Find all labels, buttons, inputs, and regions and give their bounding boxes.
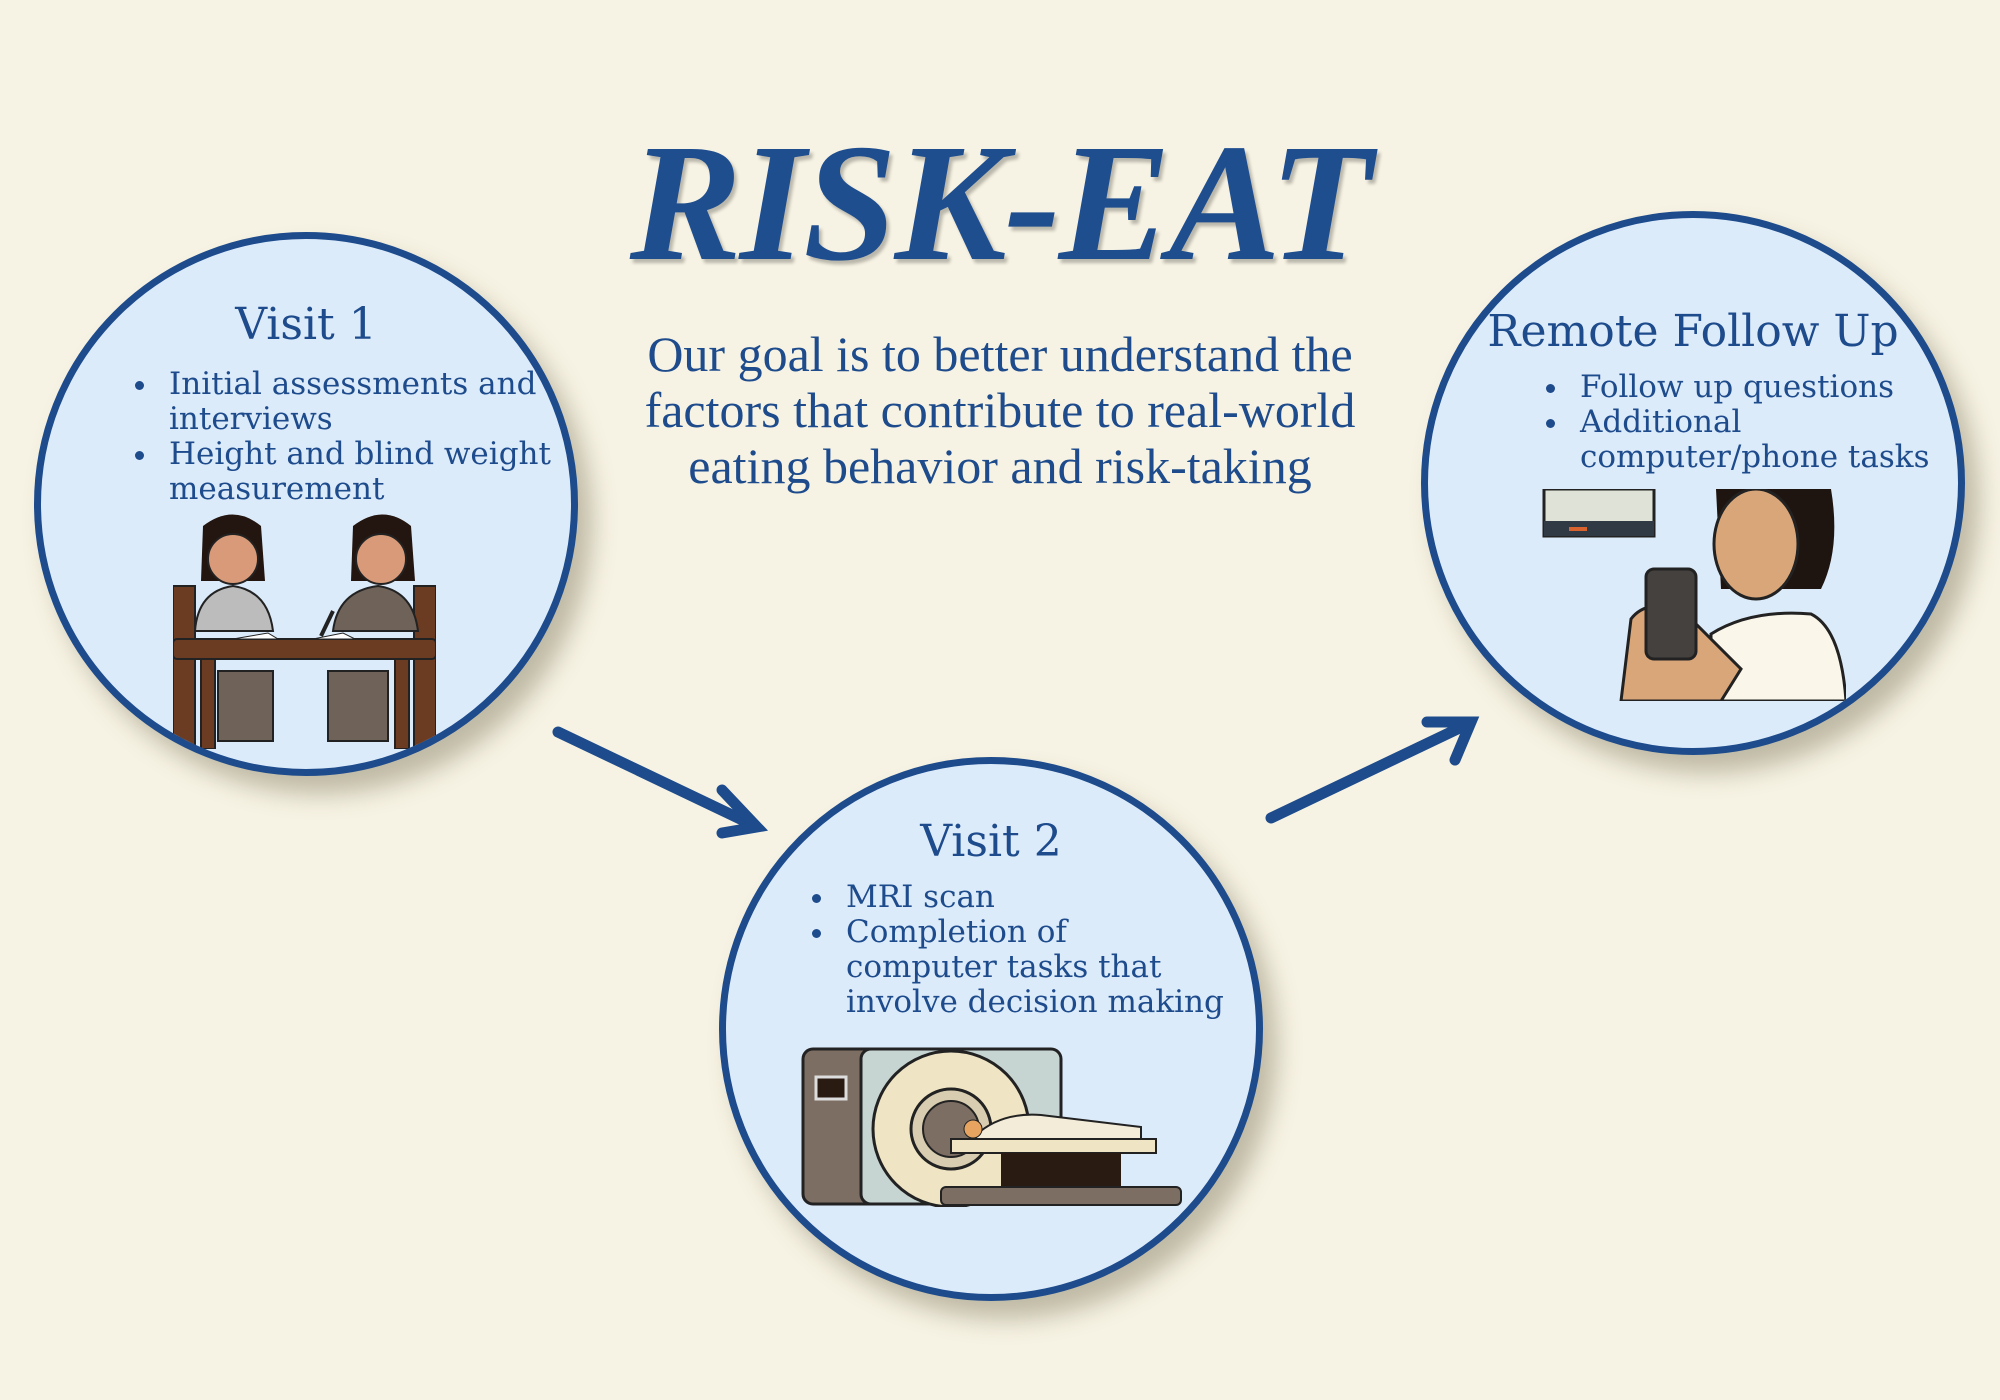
stage-visit-1: Visit 1 Initial assessments and intervie… (34, 232, 578, 776)
bullet-item: Follow up questions (1540, 370, 1958, 405)
bullet-item: MRI scan (806, 880, 1226, 915)
stage-heading: Remote Follow Up (1487, 306, 1899, 357)
bullet-item: Additional computer/phone tasks (1540, 405, 1958, 475)
arrow-visit2-to-followup (1265, 716, 1480, 824)
goal-statement: Our goal is to better understand the fac… (644, 326, 1356, 494)
stage-heading: Visit 2 (920, 816, 1062, 867)
person-with-phone-icon (1542, 489, 1846, 701)
page-title: RISK-EAT (629, 110, 1372, 296)
stage-bullets: Initial assessments and interviews Heigh… (129, 367, 569, 507)
two-people-interview-icon (173, 514, 436, 749)
stage-bullets: MRI scan Completion of computer tasks th… (806, 880, 1226, 1020)
stage-visit-2: Visit 2 MRI scan Completion of computer … (719, 757, 1263, 1301)
stage-heading: Visit 1 (235, 299, 377, 350)
bullet-item: Completion of computer tasks that involv… (806, 915, 1226, 1020)
stage-remote-follow-up: Remote Follow Up Follow up questions Add… (1421, 211, 1965, 755)
mri-scanner-icon (801, 1047, 1182, 1207)
bullet-item: Initial assessments and interviews (129, 367, 569, 437)
stage-bullets: Follow up questions Additional computer/… (1540, 370, 1958, 475)
bullet-item: Height and blind weight measurement (129, 437, 569, 507)
arrow-visit1-to-visit2 (552, 726, 769, 839)
